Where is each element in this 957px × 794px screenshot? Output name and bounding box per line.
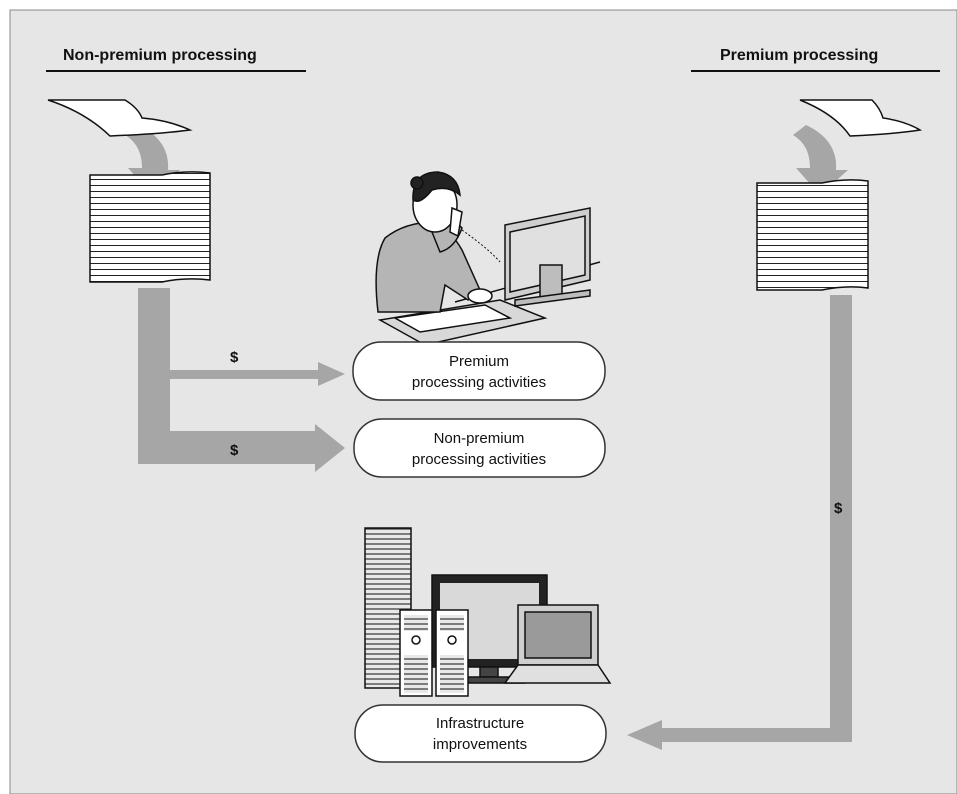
- box-nonpremium-activities: Non-premium processing activities: [353, 418, 606, 478]
- flow-label-premium-activities: $: [230, 349, 239, 366]
- box-infrastructure-line-1: Infrastructure: [436, 715, 524, 732]
- paper-stack-icon: [756, 179, 869, 291]
- flow-label-nonpremium-activities: $: [230, 442, 239, 459]
- box-premium-activities-line-2: processing activities: [412, 374, 546, 391]
- box-nonpremium-activities-line-1: Non-premium: [434, 430, 525, 447]
- paper-stack-icon: [89, 171, 211, 283]
- paper-feed-icon: [799, 99, 923, 137]
- box-infrastructure-line-2: improvements: [433, 736, 527, 753]
- left-flow-arrows: [125, 125, 345, 472]
- computer-equipment-icon: [364, 527, 612, 697]
- box-premium-activities: Premium processing activities: [352, 341, 606, 401]
- right-flow-arrows: [627, 125, 852, 750]
- box-premium-activities-line-1: Premium: [449, 353, 509, 370]
- box-infrastructure: Infrastructure improvements: [354, 704, 607, 763]
- heading-premium: Premium processing: [720, 47, 878, 64]
- paper-feed-icon: [47, 99, 193, 137]
- box-nonpremium-activities-line-2: processing activities: [412, 451, 546, 468]
- flow-label-infrastructure: $: [834, 500, 843, 517]
- heading-non-premium: Non-premium processing: [63, 47, 257, 64]
- office-worker-icon: [375, 171, 601, 346]
